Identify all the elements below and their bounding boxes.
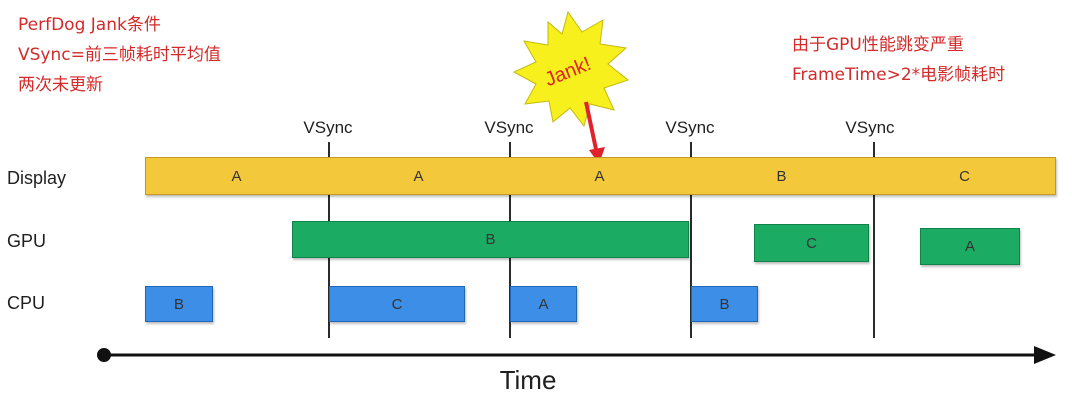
display-frame: C (959, 167, 970, 185)
gpu-spike-note: 由于GPU性能跳变严重 FrameTime>2*电影帧耗时 (792, 33, 1005, 87)
row-label-cpu: CPU (7, 293, 46, 313)
jank-condition-note: PerfDog Jank条件 VSync=前三帧耗时平均值 两次未更新 (18, 13, 221, 97)
cpu-frame: B (691, 286, 758, 322)
jank-arrow (584, 101, 599, 155)
gpu-frame: B (292, 221, 689, 258)
cpu-frame: C (329, 286, 465, 322)
display-frame: B (776, 167, 787, 185)
note-line: 由于GPU性能跳变严重 (792, 35, 964, 55)
cpu-frame: B (145, 286, 213, 322)
display-bar (145, 157, 1056, 195)
display-frame: A (413, 167, 424, 185)
note-line: PerfDog Jank条件 (18, 15, 161, 35)
vsync-label: VSync (303, 118, 353, 137)
display-frame: A (231, 167, 242, 185)
axis-label: Time (499, 365, 557, 395)
axis-arrowhead-icon (1034, 346, 1056, 364)
vsync-label: VSync (484, 118, 534, 137)
jank-arrowhead (589, 147, 605, 164)
gpu-frame: A (920, 228, 1020, 265)
display-frame: A (594, 167, 605, 185)
vsync-line (690, 142, 692, 338)
note-line: 两次未更新 (18, 75, 103, 95)
row-label-display: Display (7, 168, 67, 188)
row-label-gpu: GPU (7, 231, 47, 251)
note-line: FrameTime>2*电影帧耗时 (792, 65, 1006, 85)
gpu-frame: C (754, 224, 869, 262)
vsync-label: VSync (665, 118, 715, 137)
cpu-frame: A (510, 286, 577, 322)
vsync-line (873, 142, 875, 338)
note-line: VSync=前三帧耗时平均值 (18, 45, 221, 65)
vsync-label: VSync (845, 118, 895, 137)
jank-burst-icon (512, 10, 630, 128)
